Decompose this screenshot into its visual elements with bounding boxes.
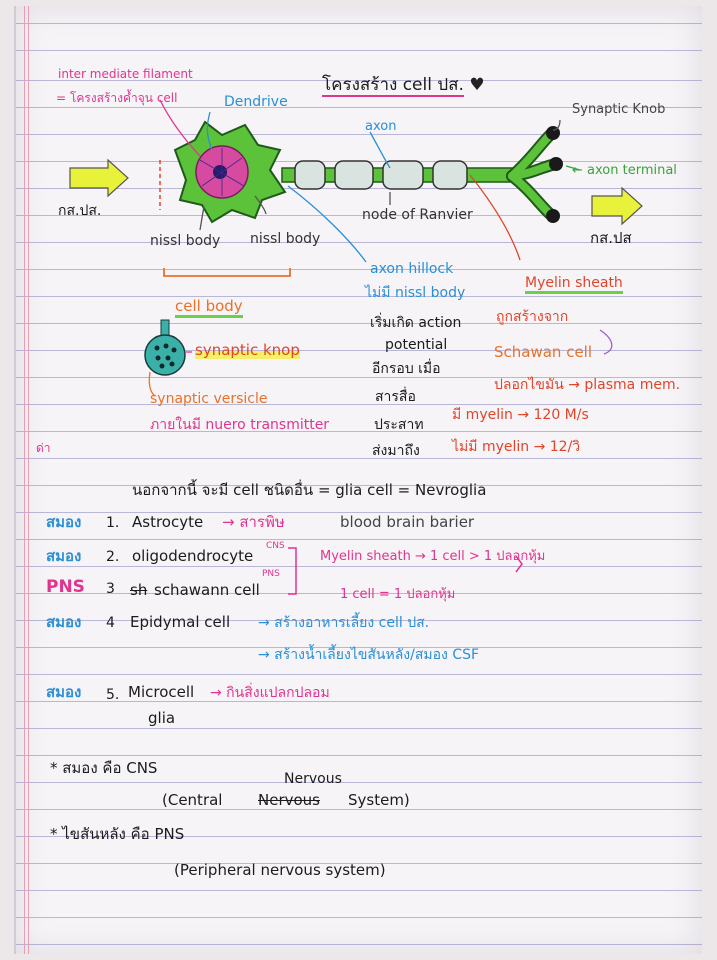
item-tag: สมอง (46, 547, 82, 565)
hillock-desc-line: ประสาท (374, 417, 424, 433)
myelin-segment (432, 160, 468, 190)
item-desc: → สารพิษ (222, 513, 285, 531)
item-desc: Myelin sheath → 1 cell > 1 ปลอกหุ้ม (320, 549, 546, 564)
bracket (515, 555, 523, 573)
item-desc: → สร้างอาหารเลี้ยง cell ปส. (258, 615, 430, 631)
axon-hillock-label: axon hillock (370, 261, 454, 277)
node-of-ranvier-label: node of Ranvier (362, 207, 473, 223)
axon-hillock-note: ไม่มี nissl body (365, 285, 466, 301)
item-tag: สมอง (46, 613, 82, 631)
pns-line: * ไขสันหลัง คือ PNS (50, 825, 185, 843)
cns-expand-post: System) (348, 791, 410, 809)
pointer-line (369, 131, 391, 169)
vesicle-note: ภายในมี nuero transmitter (150, 417, 330, 433)
nissl-body-label: nissl body (150, 233, 221, 249)
synaptic-knob (549, 157, 563, 171)
schawan-cell-label: Schawan cell (494, 343, 593, 361)
dendrite-label: Dendrive (224, 94, 288, 110)
pns-expand: (Peripheral nervous system) (174, 861, 386, 879)
hillock-desc-line: ส่งมาถึง (372, 443, 420, 459)
cns-expand-pre: (Central (162, 791, 223, 809)
intermediate-filaments (199, 148, 245, 196)
with-myelin-speed: มี myelin → 120 M/s (452, 407, 589, 423)
item-name: schawann cell (154, 581, 260, 599)
nissl-body-label: nissl body (250, 231, 321, 247)
item-name: oligodendrocyte (132, 547, 254, 565)
bracket (288, 547, 297, 595)
hillock-desc-line: เริ่มเกิด action (370, 315, 462, 331)
side-note: ด่า (36, 441, 51, 455)
cell-body-bracket (163, 268, 291, 277)
myelin-segment (334, 160, 374, 190)
pointer-line (287, 185, 367, 263)
pointer-line (254, 195, 267, 215)
output-label: กส.ปส (590, 229, 632, 247)
pointer-line (199, 205, 205, 231)
item-name: Epidymal cell (130, 613, 231, 631)
pointer-line (469, 174, 521, 261)
axon-label: axon (365, 119, 397, 134)
margin-line (28, 6, 29, 954)
pointer-line (599, 329, 613, 355)
item-superscript: CNS (266, 541, 285, 551)
cns-correction: Nervous (284, 771, 342, 787)
hillock-desc-line: potential (385, 337, 448, 353)
hillock-desc-line: อีกรอบ เมื่อ (372, 361, 441, 377)
input-arrow (69, 158, 129, 198)
item-superscript: PNS (262, 569, 280, 579)
synaptic-knob-figure (144, 319, 186, 376)
item-tag: PNS (46, 577, 85, 597)
diagram-title: โครงสร้าง cell ปส. ♥ (322, 75, 485, 97)
myelin-segment (294, 160, 326, 190)
cell-body-label: cell body (175, 297, 243, 318)
synaptic-vesicle-label: synaptic versicle (150, 391, 268, 407)
margin-line (24, 6, 25, 954)
item-extra: blood brain barier (340, 513, 475, 531)
synaptic-knob-label: Synaptic Knob (572, 102, 666, 117)
item-desc: → กินสิ่งแปลกปลอม (210, 685, 330, 701)
axon-terminal-label: ← axon terminal (572, 163, 677, 178)
synaptic-knob (546, 209, 560, 223)
hillock-desc-line: สารสื่อ (375, 389, 416, 405)
item-number: 5. (106, 687, 120, 703)
item-desc: → สร้างน้ำเลี้ยงไขสันหลัง/สมอง CSF (258, 647, 480, 663)
item-desc: 1 cell = 1 ปลอกหุ้ม (340, 587, 456, 602)
pointer-line (565, 165, 581, 171)
pointer-line (159, 99, 201, 157)
myelin-note: ปลอกไขมัน → plasma mem. (494, 377, 681, 393)
synaptic-knop-label: synaptic knop (195, 341, 300, 359)
item-name: Microcell (128, 683, 195, 701)
intermediate-filament-note: = โครงสร้างค้ำจุน cell (56, 91, 178, 105)
myelin-segment (382, 160, 424, 190)
item-number: 4 (106, 615, 115, 631)
item-number: 3 (106, 581, 115, 597)
item-name: Astrocyte (132, 513, 204, 531)
myelin-built-from: ถูกสร้างจาก (496, 309, 569, 325)
cns-line: * สมอง คือ CNS (50, 759, 158, 777)
pointer-line (148, 371, 156, 397)
output-arrow (591, 186, 643, 226)
glia-intro: นอกจากนี้ จะมี cell ชนิดอื่น = glia cell… (132, 481, 487, 499)
without-myelin-speed: ไม่มี myelin → 12/วิ (452, 439, 581, 455)
input-label: กส.ปส. (58, 203, 102, 219)
item-number: 2. (106, 549, 120, 565)
item-tag: สมอง (46, 513, 82, 531)
cns-strike: Nervous (258, 791, 320, 809)
intermediate-filament-label: inter mediate filament (58, 67, 193, 81)
item-tag: สมอง (46, 683, 82, 701)
item-strike: sh (130, 581, 148, 599)
pointer-line (206, 111, 213, 151)
item-number: 1. (106, 515, 120, 531)
myelin-sheath-label: Myelin sheath (525, 275, 623, 294)
item-name: glia (148, 709, 176, 727)
pointer-line (552, 119, 561, 131)
